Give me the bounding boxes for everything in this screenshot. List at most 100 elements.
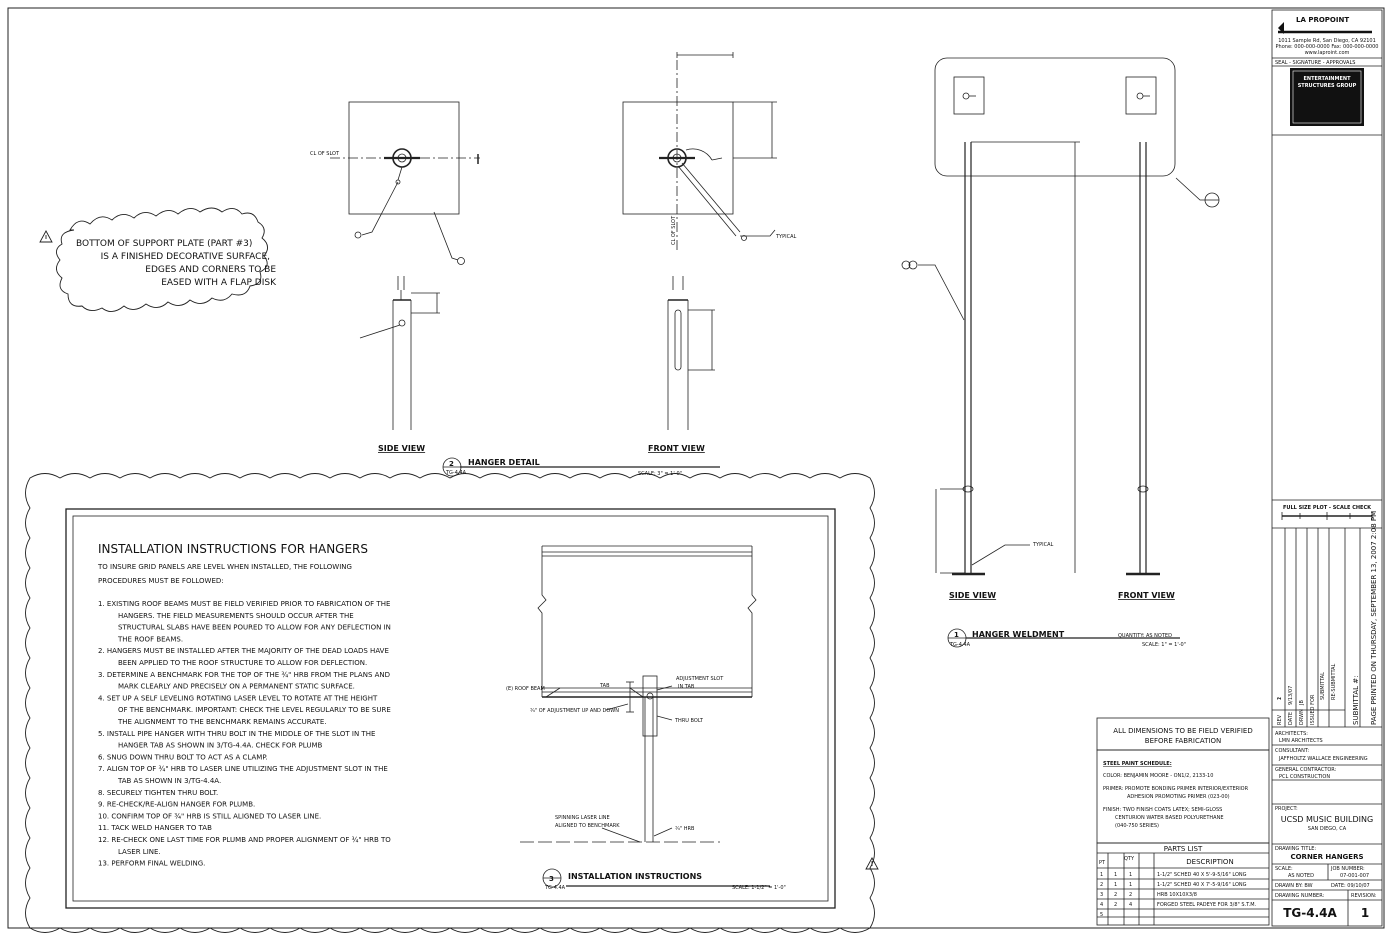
hanger-detail-title: HANGER DETAIL (468, 458, 540, 467)
parts-row-qty: 2 (1114, 902, 1117, 908)
typical-label: TYPICAL (775, 234, 797, 240)
parts-col-description: DESCRIPTION (1186, 858, 1233, 866)
instruction-step-line: THE ROOF BEAMS. (117, 635, 183, 643)
instruction-step-line: 8. SECURELY TIGHTEN THRU BOLT. (98, 789, 218, 797)
submittal-label: SUBMITTAL #: (1352, 676, 1360, 726)
revision-cell: 2 (1277, 697, 1283, 700)
instruction-step-line: 10. CONFIRM TOP OF ¾" HRB IS STILL ALIGN… (98, 812, 321, 820)
instructions-heading: INSTALLATION INSTRUCTIONS FOR HANGERS (98, 542, 368, 556)
parts-row-pt: 1 (1100, 872, 1103, 878)
callout-tab: TAB (599, 683, 610, 689)
instruction-step-line: BEEN APPLIED TO THE ROOF STRUCTURE TO AL… (118, 659, 367, 667)
drawing-title-label: DRAWING TITLE: (1275, 846, 1316, 852)
parts-row-pt: 5 (1100, 912, 1103, 918)
contractor-label: GENERAL CONTRACTOR: (1275, 767, 1337, 773)
paint-finish: FINISH: TWO FINISH COATS LATEX; SEMI-GLO… (1103, 807, 1222, 813)
instruction-step-line: STRUCTURAL SLABS HAVE BEEN POURED TO ALL… (118, 624, 391, 632)
revision-cell: SUBMITTAL (1320, 672, 1326, 700)
callout-thru-bolt: THRU BOLT (674, 718, 704, 724)
detail-number: 1 (954, 631, 959, 639)
paint-finish: (040-750 SERIES) (1115, 823, 1159, 829)
revision-cell: JB (1299, 700, 1305, 706)
revision-value: 1 (1361, 906, 1369, 920)
side-view-label: SIDE VIEW (949, 591, 996, 600)
weldment-scale: SCALE: 1" = 1'-0" (1142, 642, 1186, 648)
parts-row-qty: 1 (1129, 872, 1132, 878)
installation-detail-title: INSTALLATION INSTRUCTIONS (568, 872, 702, 881)
instruction-step-line: 4. SET UP A SELF LEVELING ROTATING LASER… (98, 694, 378, 702)
warning-triangle-icon (865, 857, 879, 870)
revision-header: DATE (1288, 712, 1294, 725)
title-block (1271, 9, 1383, 927)
job-number-value: 07-001-007 (1340, 873, 1369, 879)
parts-row-qty: 2 (1129, 892, 1132, 898)
instruction-step-line: HANGER TAB AS SHOWN IN 3/TG-4.4A. CHECK … (118, 742, 322, 750)
field-verify-text: ALL DIMENSIONS TO BE FIELD VERIFIED (1113, 727, 1252, 735)
instruction-step-line: 7. ALIGN TOP OF ¾" HRB TO LASER LINE UTI… (98, 765, 388, 773)
consultant-value: JAFFHOLTZ WALLACE ENGINEERING (1278, 756, 1368, 762)
drawing-number: TG-4.4A (1283, 906, 1337, 920)
instruction-step-line: HANGERS. THE FIELD MEASUREMENTS SHOULD O… (118, 612, 354, 620)
parts-row-pt: 4 (1100, 902, 1103, 908)
instructions-frame-inner (72, 515, 829, 902)
parts-col-pt: PT (1099, 860, 1106, 866)
hanger-weldment-title: HANGER WELDMENT (972, 630, 1065, 639)
revision-cell: 1 (1277, 697, 1283, 700)
instruction-step-line: 1. EXISTING ROOF BEAMS MUST BE FIELD VER… (98, 600, 390, 608)
revision-header: REV (1277, 714, 1283, 725)
callout-adjust-slot: ADJUSTMENT SLOT (676, 676, 724, 682)
instruction-step-line: 13. PERFORM FINAL WELDING. (98, 860, 205, 868)
callout-hrb: ¾" HRB (675, 826, 695, 832)
instruction-step-line: 5. INSTALL PIPE HANGER WITH THRU BOLT IN… (98, 730, 375, 738)
parts-row-qty: 2 (1114, 892, 1117, 898)
paint-finish: CENTURION WATER BASED POLYURETHANE (1115, 815, 1223, 821)
company-address: 1011 Sample Rd, San Diego, CA 92101 (1278, 38, 1376, 44)
parts-list-title: PARTS LIST (1164, 845, 1203, 853)
detail-number: 2 (449, 460, 454, 468)
padeye-right (1125, 76, 1157, 115)
scale-value: AS NOTED (1288, 873, 1314, 879)
note-line: IS A FINISHED DECORATIVE SURFACE, (101, 252, 270, 262)
revision-header: DRWN (1299, 709, 1305, 725)
field-verify-text: BEFORE FABRICATION (1145, 737, 1221, 745)
note-line: EDGES AND CORNERS TO BE (145, 265, 276, 275)
note-line: EASED WITH A FLAP DISK (161, 278, 277, 288)
instruction-step-line: 2. HANGERS MUST BE INSTALLED AFTER THE M… (98, 647, 389, 655)
architects-value: LMN ARCHITECTS (1279, 738, 1323, 744)
parts-row-qty: 1 (1114, 872, 1117, 878)
revision-cell: 9/13/07 (1288, 686, 1294, 705)
callout-roof-beam: (E) ROOF BEAM (506, 686, 545, 692)
scale-label: SCALE: (1275, 866, 1293, 872)
drawn-by: DRAWN BY: BW (1275, 883, 1313, 889)
installation-detail-drawing (520, 545, 770, 888)
company-web: www.laproint.com (1305, 50, 1350, 56)
instructions-intro: TO INSURE GRID PANELS ARE LEVEL WHEN INS… (97, 563, 352, 571)
project-name: UCSD MUSIC BUILDING (1281, 815, 1373, 824)
instruction-step-line: LASER LINE. (118, 848, 161, 856)
project-location: SAN DIEGO, CA (1308, 826, 1347, 832)
callout-adjust-slot: IN TAB (678, 684, 695, 690)
seal-label: SEAL - SIGNATURE - APPROVALS (1275, 60, 1355, 66)
parts-row-pt: 2 (1100, 882, 1103, 888)
parts-list-box (1096, 842, 1270, 926)
detail-sheet-ref: TG-4.4A (544, 885, 566, 891)
drawing-date: DATE: 09/10/07 (1331, 883, 1370, 889)
callout-adjust-range: ¾" OF ADJUSTMENT UP AND DOWN (530, 708, 619, 714)
instruction-steps: 1. EXISTING ROOF BEAMS MUST BE FIELD VER… (98, 600, 391, 868)
note-line: BOTTOM OF SUPPORT PLATE (PART #3) (76, 239, 252, 249)
drawing-number-label: DRAWING NUMBER: (1275, 893, 1325, 899)
instruction-step-line: 6. SNUG DOWN THRU BOLT TO ACT AS A CLAMP… (98, 753, 268, 761)
installation-cloud (25, 473, 875, 933)
note-cloud (56, 207, 268, 312)
parts-row-qty: 1 (1114, 882, 1117, 888)
instruction-step-line: THE ALIGNMENT TO THE BENCHMARK REMAINS A… (117, 718, 327, 726)
scale-check-label: FULL SIZE PLOT - SCALE CHECK (1283, 505, 1372, 511)
instructions-intro: PROCEDURES MUST BE FOLLOWED: (98, 577, 224, 585)
parts-row-description: 1-1/2" SCHED 40 X 7'-5-9/16" LONG (1157, 882, 1247, 888)
grid-panel-outline (934, 57, 1176, 177)
parts-row-qty: 4 (1129, 902, 1132, 908)
instruction-step-line: MARK CLEARLY AND PRECISELY ON A PERMANEN… (118, 683, 355, 691)
